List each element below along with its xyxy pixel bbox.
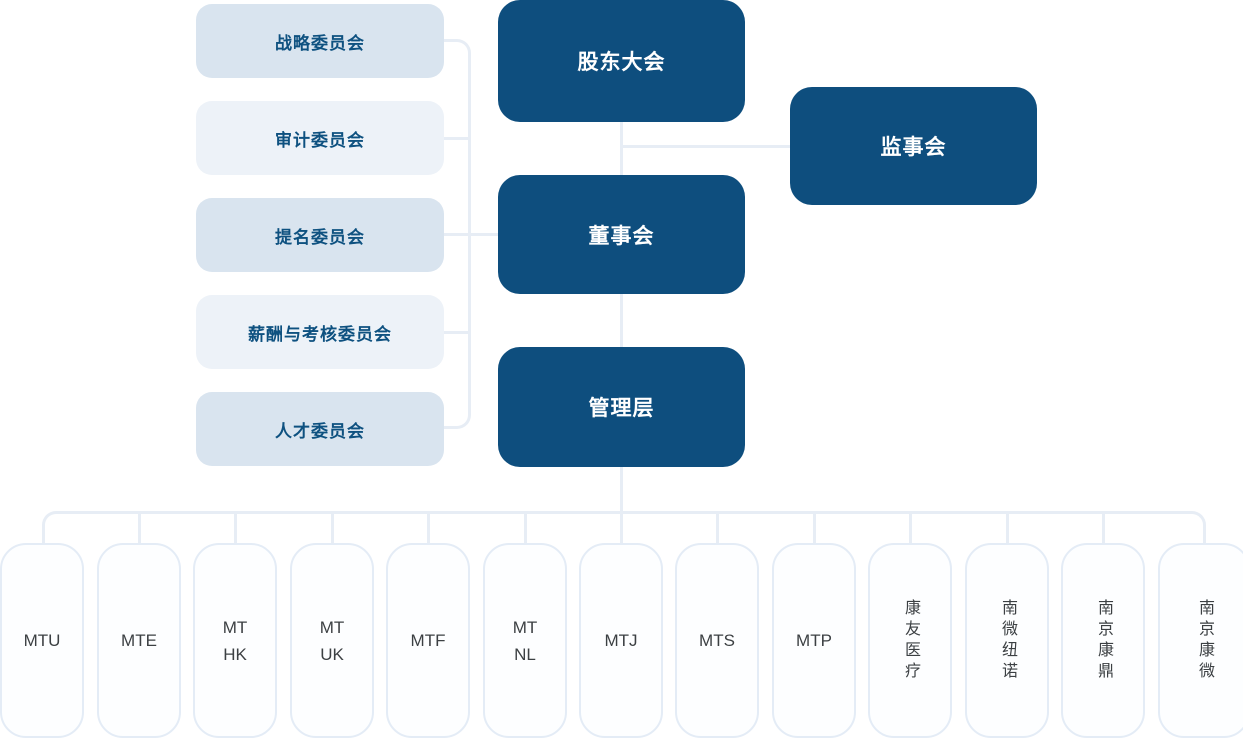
subsidiary-mtf: MTF — [386, 543, 470, 738]
connector-compensation-stub — [444, 331, 470, 334]
subsidiary-mts: MTS — [675, 543, 759, 738]
committee-audit: 审计委员会 — [196, 101, 444, 175]
connector-management-bus — [620, 466, 623, 513]
subsidiary-kangyou-label: 康友医疗 — [902, 598, 919, 683]
subsidiary-mtuk: MT UK — [290, 543, 374, 738]
subsidiary-kangwei-label: 南京康微 — [1196, 598, 1213, 683]
subsidiary-mthk-label: MT HK — [222, 617, 248, 664]
drop-mtf — [427, 512, 430, 543]
drop-mts — [716, 512, 719, 543]
subsidiary-mtnl: MT NL — [483, 543, 567, 738]
subsidiary-mtf-label: MTF — [410, 631, 446, 650]
subsidiary-mtp: MTP — [772, 543, 856, 738]
drop-mtnl — [524, 512, 527, 543]
connector-supervisory — [621, 145, 790, 148]
subsidiary-nanwei-niunuo: 南微纽诺 — [965, 543, 1049, 738]
committee-talent: 人才委员会 — [196, 392, 444, 466]
subsidiary-mte-label: MTE — [121, 631, 157, 650]
drop-nanwei-niunuo — [1006, 512, 1009, 543]
subsidiary-nanjing-kangwei: 南京康微 — [1158, 543, 1243, 738]
committee-compensation-label: 薪酬与考核委员会 — [248, 324, 392, 344]
committee-nomination: 提名委员会 — [196, 198, 444, 272]
node-supervisory-label: 监事会 — [880, 136, 947, 159]
drop-mtj — [620, 512, 623, 543]
node-board-of-directors: 董事会 — [498, 175, 745, 294]
committee-compensation: 薪酬与考核委员会 — [196, 295, 444, 369]
subsidiary-mtu-label: MTU — [23, 631, 61, 650]
node-management-label: 管理层 — [588, 397, 655, 420]
subsidiary-mtnl-label: MT NL — [512, 617, 538, 664]
drop-mtp — [813, 512, 816, 543]
committee-strategy-label: 战略委员会 — [275, 33, 365, 53]
subsidiary-kangyou-yiliao: 康友医疗 — [868, 543, 952, 738]
committee-audit-label: 审计委员会 — [275, 130, 365, 150]
connector-audit-stub — [444, 137, 470, 140]
node-shareholders-meeting: 股东大会 — [498, 0, 745, 122]
node-board-label: 董事会 — [588, 224, 655, 248]
subsidiary-mtuk-label: MT UK — [319, 617, 345, 664]
subsidiary-kangding-label: 南京康鼎 — [1095, 598, 1112, 683]
connector-board-management — [620, 293, 623, 347]
subsidiary-mthk: MT HK — [193, 543, 277, 738]
subsidiary-mte: MTE — [97, 543, 181, 738]
drop-mte — [138, 512, 141, 543]
drop-kangyou — [909, 512, 912, 543]
connector-nomination-board — [444, 233, 498, 236]
node-supervisory-board: 监事会 — [790, 87, 1037, 205]
subsidiary-mts-label: MTS — [699, 631, 735, 650]
subsidiary-mtp-label: MTP — [796, 631, 832, 650]
drop-nanjing-kangding — [1102, 512, 1105, 543]
subsidiary-mtu: MTU — [0, 543, 84, 738]
node-management: 管理层 — [498, 347, 745, 467]
subsidiary-mtj: MTJ — [579, 543, 663, 738]
subsidiary-nanjing-kangding: 南京康鼎 — [1061, 543, 1145, 738]
committee-strategy: 战略委员会 — [196, 4, 444, 78]
node-shareholders-label: 股东大会 — [577, 51, 666, 74]
subsidiary-mtj-label: MTJ — [604, 631, 638, 650]
drop-mthk — [234, 512, 237, 543]
drop-mtuk — [331, 512, 334, 543]
subsidiary-niunuo-label: 南微纽诺 — [999, 598, 1016, 683]
committee-talent-label: 人才委员会 — [275, 421, 365, 441]
committee-nomination-label: 提名委员会 — [275, 227, 365, 247]
subsidiary-bus-connector — [42, 511, 1206, 543]
